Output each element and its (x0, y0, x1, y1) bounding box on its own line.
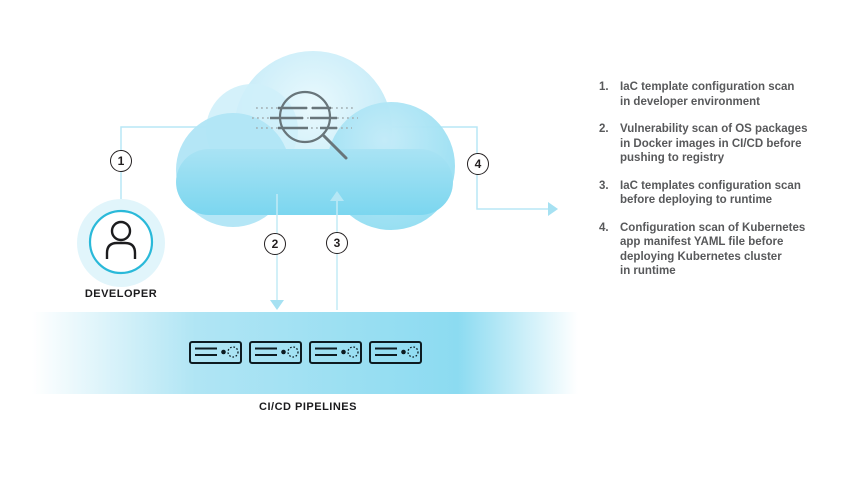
legend-step-text: IaC template configuration scan in devel… (620, 81, 795, 108)
developer-label: DEVELOPER (84, 288, 158, 300)
scan-magnifier-icon (252, 90, 358, 160)
pipeline-server-icon (189, 341, 242, 364)
legend-step-number: 3. (599, 179, 609, 192)
legend-step-3: 3. IaC templates configuration scan befo… (599, 179, 847, 208)
pipeline-server-icon (249, 341, 302, 364)
pipeline-server-icon (309, 341, 362, 364)
step-marker-1: 1 (110, 150, 132, 172)
legend-step-text: Vulnerability scan of OS packages in Doc… (620, 123, 808, 164)
pipelines-label: CI/CD PIPELINES (259, 401, 357, 413)
legend-step-number: 2. (599, 123, 609, 135)
legend-step-text: IaC templates configuration scan before … (620, 179, 801, 207)
developer-person-icon (77, 199, 165, 287)
arrow-up-to-cloud-icon (330, 191, 344, 201)
arrow-down-to-pipeline-icon (270, 300, 284, 310)
steps-legend: 1. IaC template configuration scan in de… (599, 80, 847, 292)
legend-step-number: 1. (599, 81, 609, 93)
step-marker-3: 3 (326, 232, 348, 254)
step-marker-2: 2 (264, 233, 286, 255)
pipeline-servers (189, 341, 422, 364)
legend-step-1: 1. IaC template configuration scan in de… (599, 80, 847, 109)
step-marker-4: 4 (467, 153, 489, 175)
legend-step-4: 4. Configuration scan of Kubernetes app … (599, 221, 847, 279)
legend-step-text: Configuration scan of Kubernetes app man… (620, 221, 806, 278)
legend-step-number: 4. (599, 221, 609, 234)
legend-step-2: 2. Vulnerability scan of OS packages in … (599, 122, 847, 166)
pipeline-server-icon (369, 341, 422, 364)
cloud-shape (176, 51, 455, 230)
arrow-right-to-runtime-icon (548, 202, 558, 216)
cicd-pipelines-band (32, 312, 578, 394)
